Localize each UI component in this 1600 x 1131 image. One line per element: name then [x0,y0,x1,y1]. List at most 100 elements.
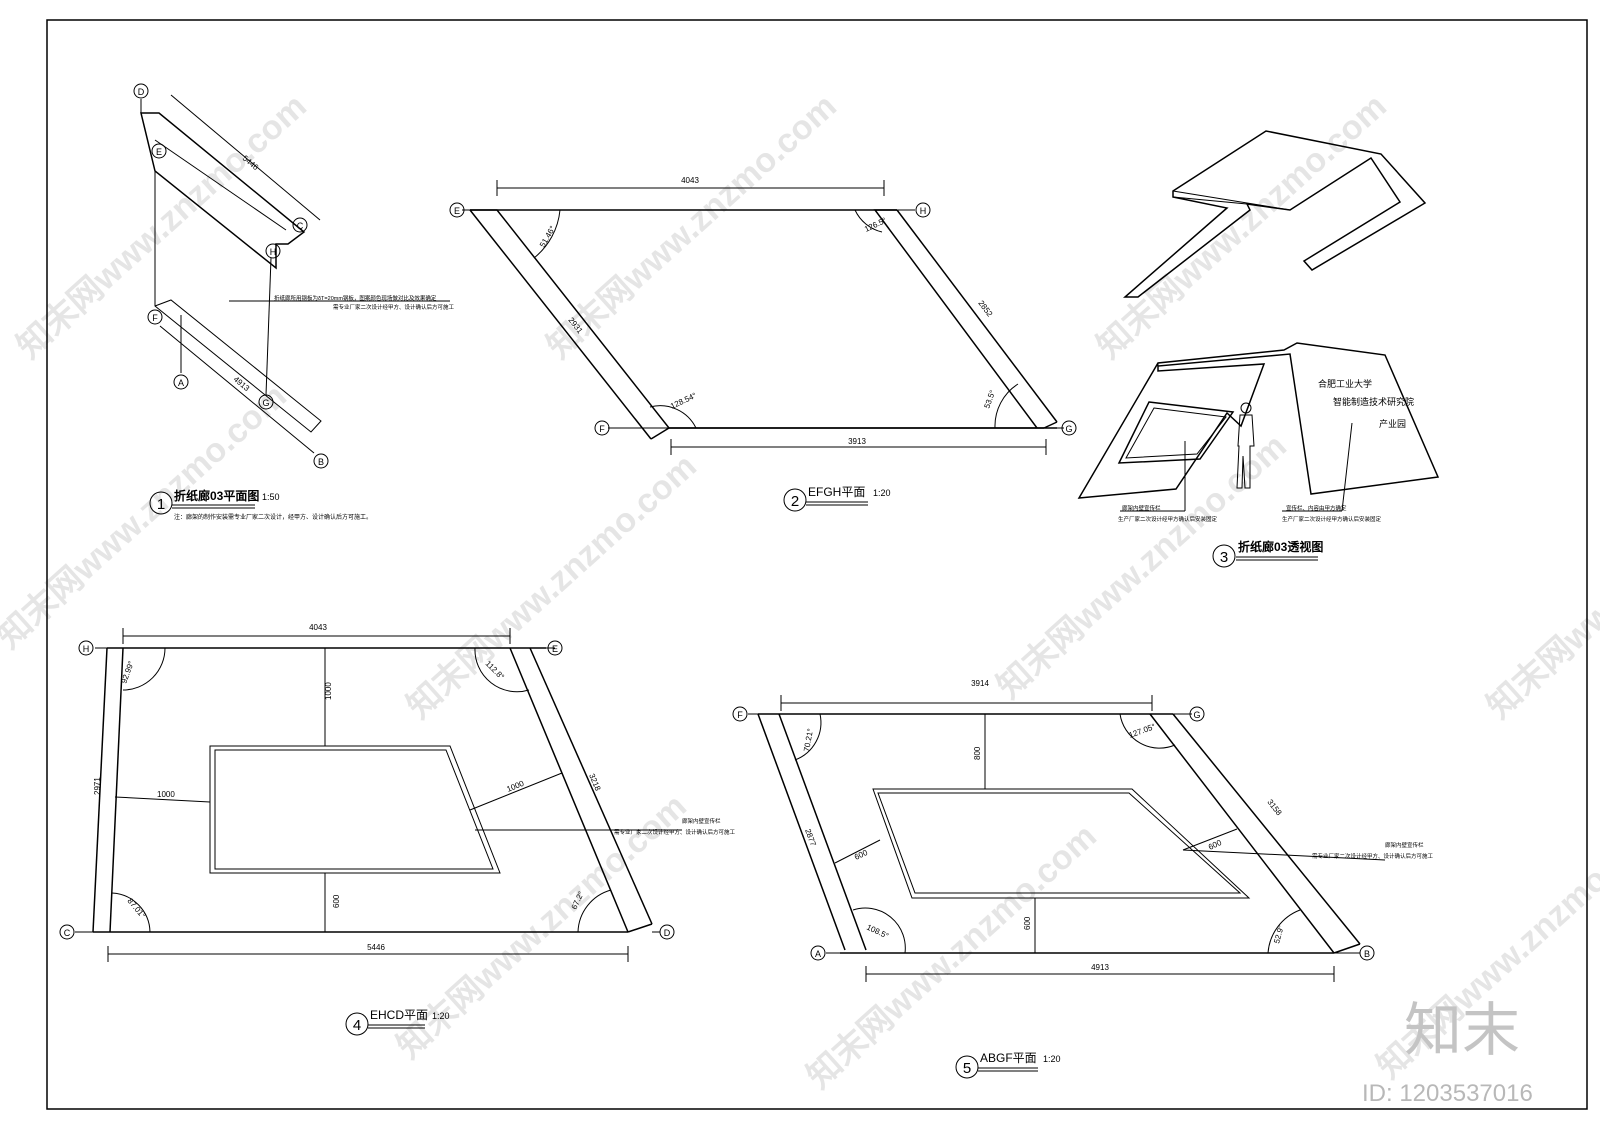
point-label: D [138,87,145,97]
edge-f [650,427,670,440]
edge-b [1333,943,1361,954]
point-marker [915,202,931,218]
watermark-text: 知末网www.znzmo.com [990,427,1294,706]
dimension-label: 5446 [367,943,385,952]
callout-text: 宣传栏、内容由甲方确定 [1286,504,1347,512]
point-label: F [152,313,158,323]
dimension-label: 2852 [976,299,994,319]
edge-hg [896,209,1058,423]
angle-label: 127.05° [1128,722,1157,740]
canopy-edge [1172,190,1291,211]
dimension-label: 4913 [232,375,252,394]
display-board-plan [209,745,501,874]
view1-plan: 5446 4913 折纸廊所用钢板为δT=20mm钢板，图案颜色现场做对比及效果… [133,83,455,521]
dim-line [114,796,211,803]
lower-wall-plan [154,171,322,433]
point-label: G [1193,710,1200,720]
dimension-label: 800 [973,746,982,760]
leader [265,257,272,396]
callout-text: 生产厂家二次设计经甲方确认后安装固定 [1282,515,1382,523]
callout-text: 需专业厂家二次设计经甲方、设计确认后方可施工 [614,828,736,836]
angle-arc [649,405,697,429]
angle-arc [577,889,612,933]
point-label: C [64,928,71,938]
point-label: D [664,928,671,938]
point-marker [173,374,189,390]
display-board-plan [872,788,1251,899]
edge-g [1043,421,1058,429]
point-label: F [599,424,605,434]
wall-inner-line [154,139,287,231]
point-label: A [815,949,821,959]
display-board-plan-inner [214,749,494,870]
watermark-text: 知末网www.znzmo.com [540,87,844,366]
callout-text: 廊架内壁宣传栏 [1385,841,1424,849]
view-scale: 1:20 [1043,1054,1061,1064]
dimension-label: 4043 [309,623,327,632]
dimension-label: 4913 [1091,963,1109,972]
angle-arc [533,209,561,259]
angle-arc [122,647,166,691]
dimension-label: 1000 [157,790,175,799]
callout-leader [1341,422,1353,512]
point-label: C [297,221,304,231]
edge-hc-inner [109,647,124,933]
dim-line [834,839,881,864]
watermark-text: 知末网www.znzmo.com [1480,447,1600,726]
scale-figure [1236,402,1255,489]
callout-leader [1182,849,1386,861]
view-number-circle [149,491,173,515]
dimension-label: 3914 [971,679,989,688]
dimension-label: 600 [332,894,341,908]
edge-ed-inner [509,647,629,933]
brand-watermark: 知末 [1404,998,1520,1063]
sign-text-line: 合肥工业大学 [1318,378,1372,389]
point-marker [133,83,149,99]
folded-canopy-axo [1122,130,1427,298]
view-title: EFGH平面 [808,485,865,499]
angle-arc [994,383,1019,429]
canopy-edge [1172,196,1248,205]
angle-label: 70.21° [802,728,815,752]
point-label: E [156,147,162,157]
angle-label: 52.9° [1272,924,1286,944]
edge-fa-inner [778,713,867,951]
point-label: E [552,644,558,654]
callout-text: 生产厂家二次设计经甲方确认后安装固定 [1118,515,1218,523]
dimension-label: 2971 [93,777,102,795]
dimension-label: 3913 [848,437,866,446]
display-board-plan-inner [877,792,1242,894]
dim-line [1182,828,1238,851]
view-number: 4 [353,1017,361,1034]
view-number-circle [955,1055,979,1079]
point-label: G [1065,424,1072,434]
point-label: F [737,710,743,720]
edge-fa-outer [757,713,846,951]
angle-label: 87.01° [125,897,147,921]
view-number: 3 [1220,549,1228,566]
point-label: H [83,644,90,654]
view-note: 注：廊架的制作安装需专业厂家二次设计，经甲方、设计确认后方可施工。 [174,513,372,521]
view-number: 5 [963,1060,971,1077]
dimension-label: 2877 [803,828,818,848]
point-label: E [454,206,460,216]
point-marker [1189,706,1205,722]
sign-text-line: 智能制造技术研究院 [1333,396,1414,407]
angle-label: 126.5° [863,216,888,234]
callout-text: 需专业厂家二次设计经甲方、设计确认后方可施工 [1312,852,1434,860]
view-scale: 1:20 [873,488,891,498]
angle-arc [1267,909,1301,954]
edge-gb-outer [1172,713,1361,945]
angle-arc [794,713,822,761]
angle-arc [852,907,906,954]
dimension-label: 4043 [681,176,699,185]
point-marker [78,640,94,656]
angle-arc [1119,713,1176,749]
point-marker [147,309,163,325]
callout-text: 廊架内壁宣传栏 [682,817,721,825]
callout-text: 廊架内壁宣传栏 [1122,504,1161,512]
upper-wall-plan [140,112,306,270]
point-marker [810,945,826,961]
view3-perspective: 合肥工业大学 智能制造技术研究院 产业园 廊架内壁宣传栏 生产厂家二次设计经甲方… [1077,130,1440,568]
